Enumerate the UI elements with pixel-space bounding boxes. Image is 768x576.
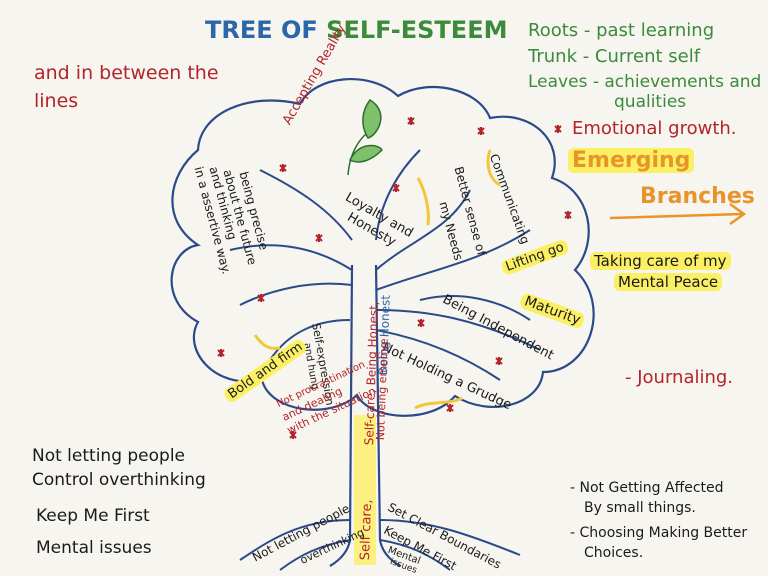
- journaling: - Journaling.: [625, 367, 734, 388]
- legend-leaves: Leaves - achievements and: [528, 72, 762, 92]
- br-line2: By small things.: [584, 500, 696, 516]
- bl-line3: Keep Me First: [36, 506, 150, 526]
- canopy-outline: [170, 78, 595, 417]
- br-line3: - Choosing Making Better: [570, 525, 748, 541]
- emerging-line1: Emerging: [568, 148, 695, 173]
- bl-line1: Not letting people: [32, 446, 186, 466]
- emotional-growth: Emotional growth.: [572, 118, 737, 139]
- mental-peace-text: Mental Peace: [614, 273, 723, 291]
- note-line2: lines: [34, 90, 79, 112]
- bl-line2: Control overthinking: [32, 470, 206, 490]
- note-line1: and in between the: [34, 62, 219, 84]
- legend-trunk: Trunk - Current self: [528, 46, 701, 67]
- taking-care: Taking care of my: [590, 252, 731, 270]
- title-part2: SELF-ESTEEM: [326, 16, 508, 44]
- bl-line4: Mental issues: [36, 538, 152, 558]
- emerging-label: Emerging: [568, 148, 695, 173]
- br-line4: Choices.: [584, 545, 644, 561]
- page-title: TREE OF SELF-ESTEEM: [205, 16, 507, 44]
- roots: [239, 519, 521, 571]
- branches: [229, 149, 541, 381]
- title-part1: TREE OF: [205, 16, 327, 44]
- taking-care-text: Taking care of my: [590, 252, 731, 270]
- emerging-arrow: [609, 202, 747, 226]
- branches-label: Branches: [640, 184, 755, 209]
- trunk-highlight: [354, 415, 376, 565]
- sprout: [347, 99, 383, 176]
- legend-roots: Roots - past learning: [528, 20, 715, 41]
- mental-peace: Mental Peace: [614, 273, 723, 291]
- br-line1: - Not Getting Affected: [570, 480, 724, 496]
- yellow-squiggles: [253, 149, 501, 410]
- stars: [217, 117, 572, 439]
- legend-leaves-2: qualities: [614, 92, 687, 112]
